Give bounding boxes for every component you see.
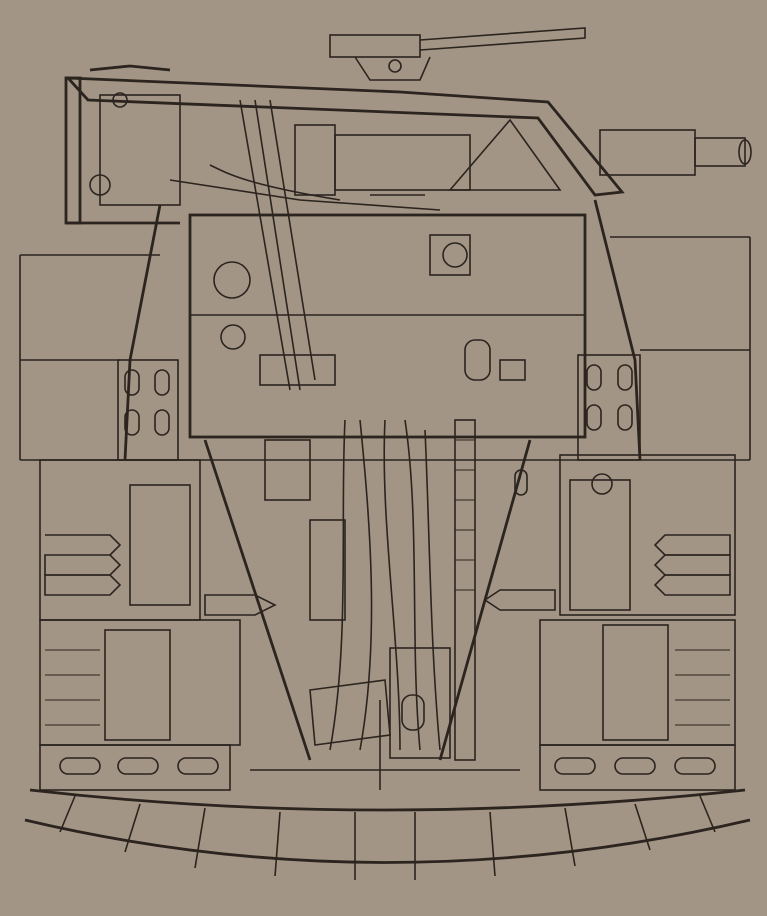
central-ammunition-trunk — [203, 419, 532, 761]
main-gun-barrel-icon — [599, 129, 752, 176]
hull-bottom — [24, 788, 751, 880]
side-column-right — [577, 354, 641, 461]
turret-armour — [64, 64, 625, 225]
lower-deck — [39, 700, 736, 791]
shell-room-right — [483, 454, 736, 616]
secondary-gun-icon — [329, 27, 586, 81]
gun-house-machinery — [89, 92, 562, 391]
